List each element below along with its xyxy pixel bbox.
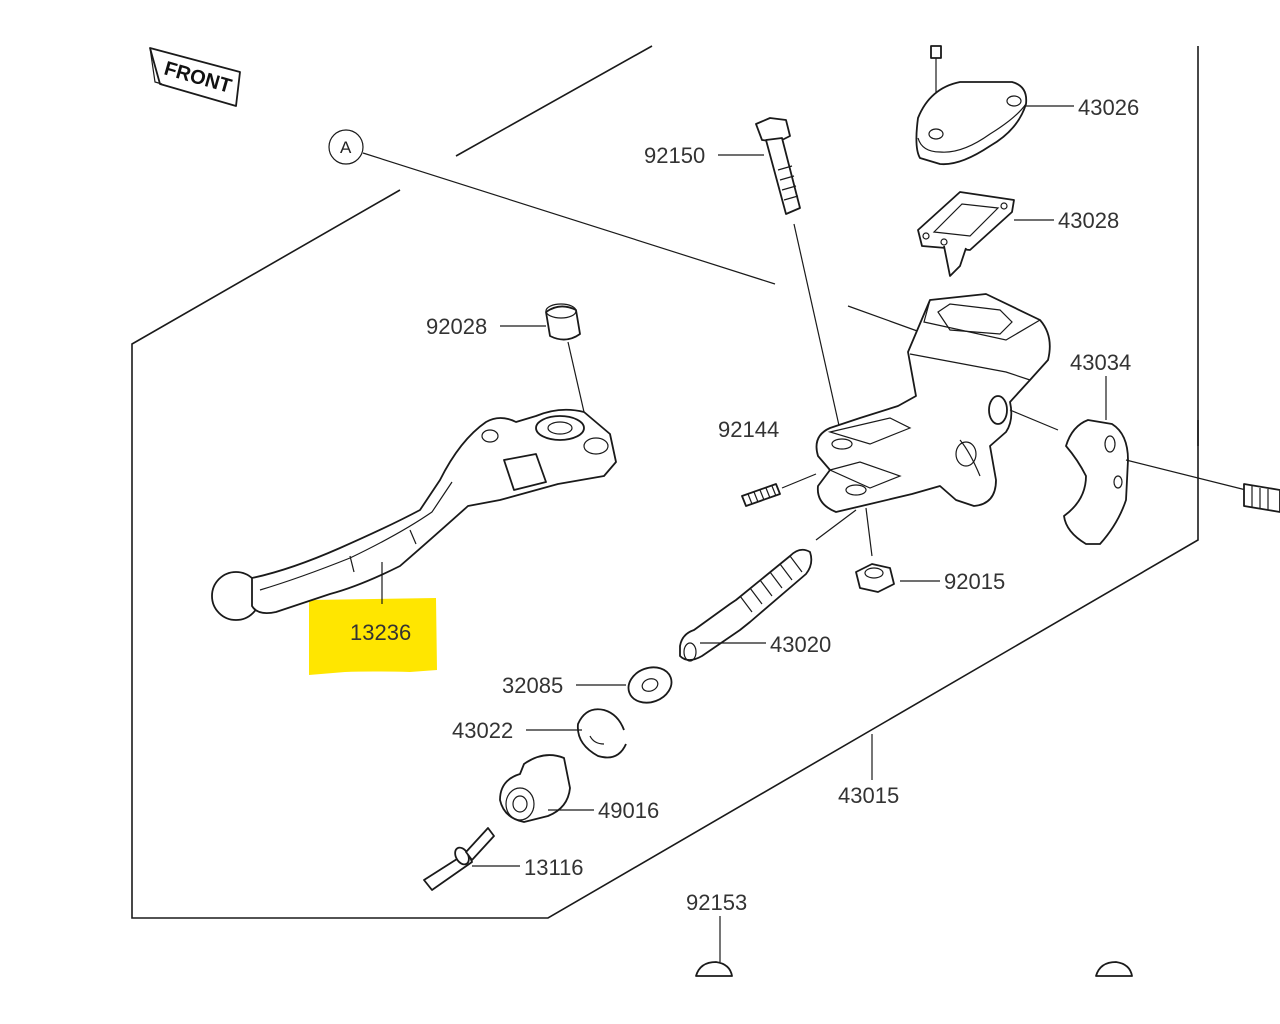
part-label-92153[interactable]: 92153 <box>686 890 747 915</box>
circlip-icon <box>576 708 627 759</box>
handlebar-clamp-icon <box>1063 419 1247 545</box>
nut-icon <box>855 507 895 593</box>
part-label-92144[interactable]: 92144 <box>718 417 779 442</box>
clamp-bolt-icon <box>1243 483 1280 513</box>
reference-marker-a: A <box>328 129 921 333</box>
part-label-13236[interactable]: 13236 <box>350 620 411 645</box>
highlight-13236 <box>309 598 437 675</box>
part-label-32085[interactable]: 32085 <box>502 673 563 698</box>
diaphragm-icon <box>917 191 1015 277</box>
push-rod-icon <box>423 827 495 891</box>
part-label-43022[interactable]: 43022 <box>452 718 513 743</box>
part-label-92150[interactable]: 92150 <box>644 143 705 168</box>
spring-icon <box>741 473 817 507</box>
bottom-bolt-icon <box>695 916 1133 977</box>
part-label-43026[interactable]: 43026 <box>1078 95 1139 120</box>
front-direction-marker: FRONT <box>149 47 241 107</box>
assembly-outline <box>131 45 1199 919</box>
ref-marker-label: A <box>340 138 352 157</box>
part-label-43015[interactable]: 43015 <box>838 783 899 808</box>
master-cylinder-body-icon <box>815 293 1051 513</box>
dust-boot-icon <box>499 754 571 823</box>
part-label-13116[interactable]: 13116 <box>524 855 584 880</box>
part-labels: 43026 92150 43028 92028 43034 92144 9201… <box>350 95 1139 915</box>
part-label-92015[interactable]: 92015 <box>944 569 1005 594</box>
part-label-43034[interactable]: 43034 <box>1070 350 1131 375</box>
clutch-lever-icon <box>211 408 617 621</box>
bushing-icon <box>545 303 585 413</box>
part-label-43028[interactable]: 43028 <box>1058 208 1119 233</box>
part-label-92028[interactable]: 92028 <box>426 314 487 339</box>
piston-icon <box>679 509 857 662</box>
washer-icon <box>627 666 673 704</box>
pivot-bolt-icon <box>755 117 841 431</box>
part-label-43020[interactable]: 43020 <box>770 632 831 657</box>
leader-lines <box>472 105 1107 867</box>
part-label-49016[interactable]: 49016 <box>598 798 659 823</box>
reservoir-cap-icon <box>915 81 1028 166</box>
